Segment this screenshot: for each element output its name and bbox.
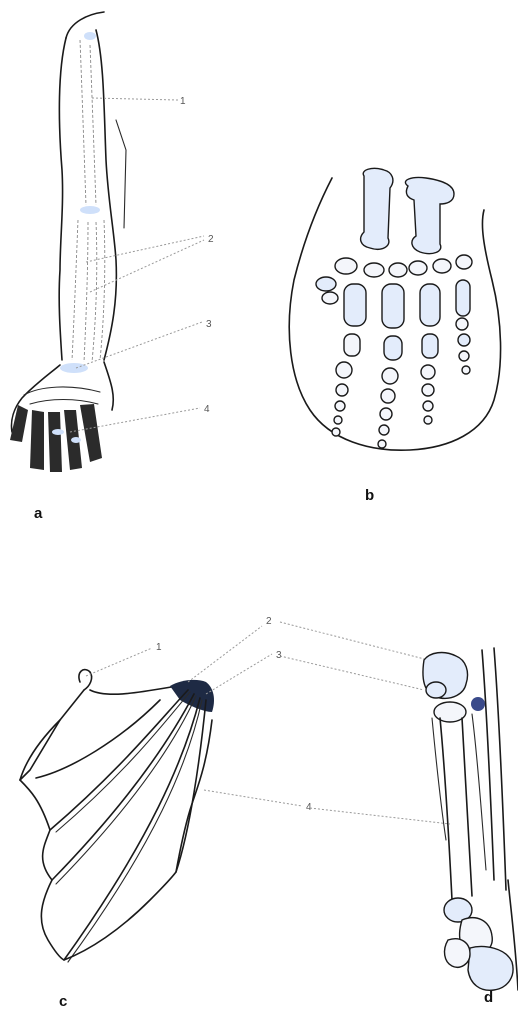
panel-b-flipper-drawing [289,168,500,450]
callout-a-4: 4 [204,404,210,415]
callout-c-1: 1 [156,642,162,653]
panel-label-d: d [484,989,493,1006]
panel-d-leg-drawing [280,622,518,990]
callout-c-2: 2 [266,616,272,627]
callout-c-3: 3 [276,650,282,661]
panel-label-a: a [34,505,43,522]
panel-label-c: c [59,993,67,1010]
callout-c-4: 4 [306,802,312,813]
hand-fingers [10,387,102,472]
callout-a-2: 2 [208,234,214,245]
callout-a-3: 3 [206,319,212,330]
callout-a-1: 1 [180,96,186,107]
panel-c-wing-drawing [20,626,302,962]
panel-a-arm-drawing [10,12,204,472]
panel-label-b: b [365,487,374,504]
